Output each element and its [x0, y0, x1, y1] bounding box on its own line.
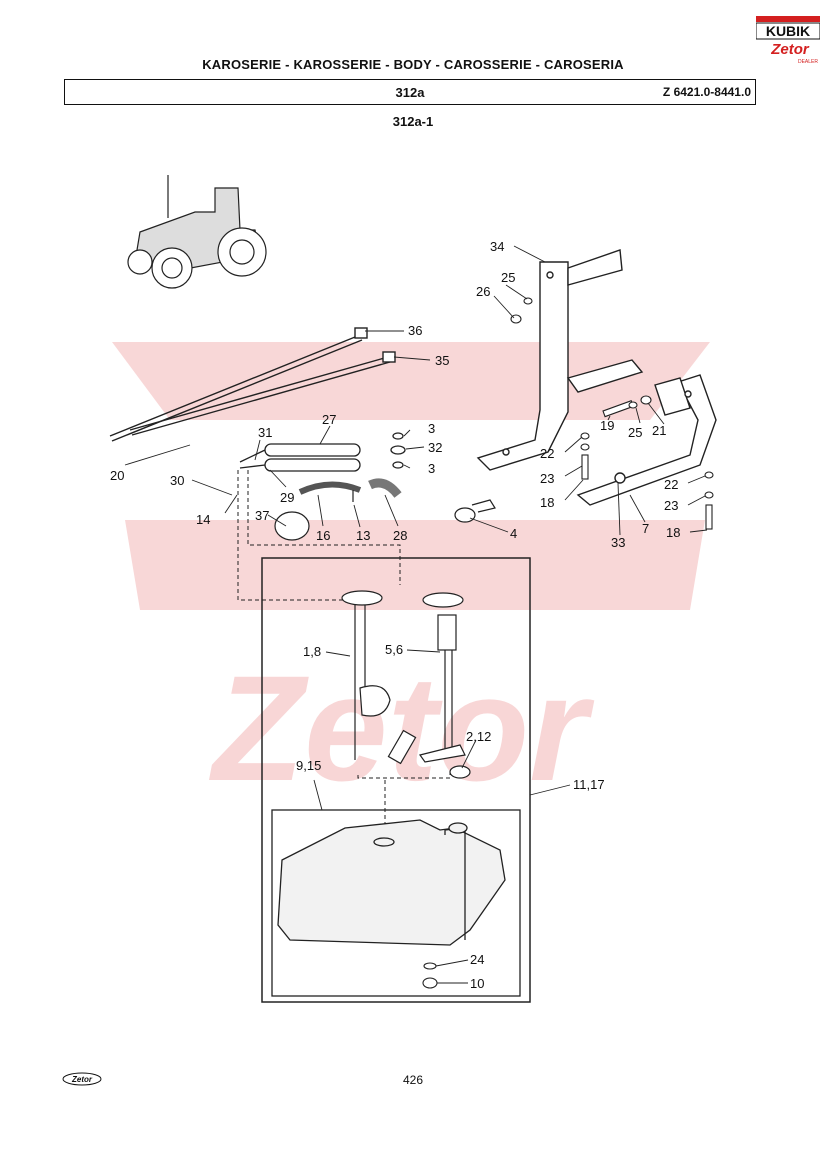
page-number: 426	[402, 1073, 424, 1087]
callout-28: 28	[393, 528, 407, 543]
watermark-shape-mid	[125, 520, 705, 610]
callout-31: 31	[258, 425, 272, 440]
callout-2-12: 2,12	[466, 729, 491, 744]
callout-24: 24	[470, 952, 484, 967]
callout-14: 14	[196, 512, 210, 527]
tank-assembly-box	[261, 557, 531, 1003]
leader-lines	[124, 245, 708, 984]
callout-23: 23	[540, 471, 554, 486]
page-title: KAROSERIE - KAROSSERIE - BODY - CAROSSER…	[202, 57, 624, 72]
callout-16: 16	[316, 528, 330, 543]
fuel-sender-units	[341, 590, 471, 779]
catalog-reference: Z 6421.0-8441.0	[662, 85, 751, 99]
callout-18: 18	[666, 525, 680, 540]
callout-22: 22	[664, 477, 678, 492]
logo-dealer: DEALER	[798, 59, 818, 65]
callout-19: 19	[600, 418, 614, 433]
section-code: 312a	[395, 85, 425, 100]
callout-29: 29	[280, 490, 294, 505]
callout-25: 25	[628, 425, 642, 440]
drain-plug	[422, 962, 438, 989]
tank-strap-36	[109, 327, 368, 442]
callout-9-15: 9,15	[296, 758, 321, 773]
callout-27: 27	[322, 412, 336, 427]
callout-18: 18	[540, 495, 554, 510]
callout-11-17: 11,17	[573, 777, 605, 792]
callout-5-6: 5,6	[385, 642, 403, 657]
callout-20: 20	[110, 468, 124, 483]
callout-4: 4	[510, 526, 517, 541]
hose-27-29	[239, 432, 406, 472]
callout-22: 22	[540, 446, 554, 461]
callout-37: 37	[255, 508, 269, 523]
callout-26: 26	[476, 284, 490, 299]
callout-32: 32	[428, 440, 442, 455]
callout-3: 3	[428, 421, 435, 436]
logo-brand: KUBIK	[766, 23, 810, 39]
bracket-34	[476, 249, 644, 471]
callout-13: 13	[356, 528, 370, 543]
callout-21: 21	[652, 423, 666, 438]
sub-section-code: 312a-1	[392, 114, 434, 129]
callout-7: 7	[642, 521, 649, 536]
callout-10: 10	[470, 976, 484, 991]
callout-34: 34	[490, 239, 504, 254]
callout-25: 25	[501, 270, 515, 285]
callout-23: 23	[664, 498, 678, 513]
callout-3: 3	[428, 461, 435, 476]
section-reference-box: 312a Z 6421.0-8441.0	[64, 79, 756, 105]
footer-brand: Zetor	[71, 1075, 93, 1084]
zetor-footer-logo: Zetor	[62, 1072, 102, 1086]
callout-33: 33	[611, 535, 625, 550]
tractor-illustration	[127, 175, 267, 289]
bracket-7	[576, 374, 717, 506]
watermark-text: Zetor	[209, 644, 596, 812]
bolts-washers	[510, 297, 714, 530]
tank-box	[271, 809, 521, 997]
callout-labels: 34 25 26 36 35 27 3 31 32 3 20 30 29 14 …	[110, 239, 680, 991]
logo-sub-brand: Zetor	[770, 41, 810, 58]
callout-1-8: 1,8	[303, 644, 321, 659]
callout-30: 30	[170, 473, 184, 488]
callout-36: 36	[408, 323, 422, 338]
callout-35: 35	[435, 353, 449, 368]
fuel-tank	[277, 819, 506, 946]
small-parts	[274, 478, 496, 541]
kubik-zetor-logo: KUBIK Zetor DEALER	[756, 16, 820, 65]
